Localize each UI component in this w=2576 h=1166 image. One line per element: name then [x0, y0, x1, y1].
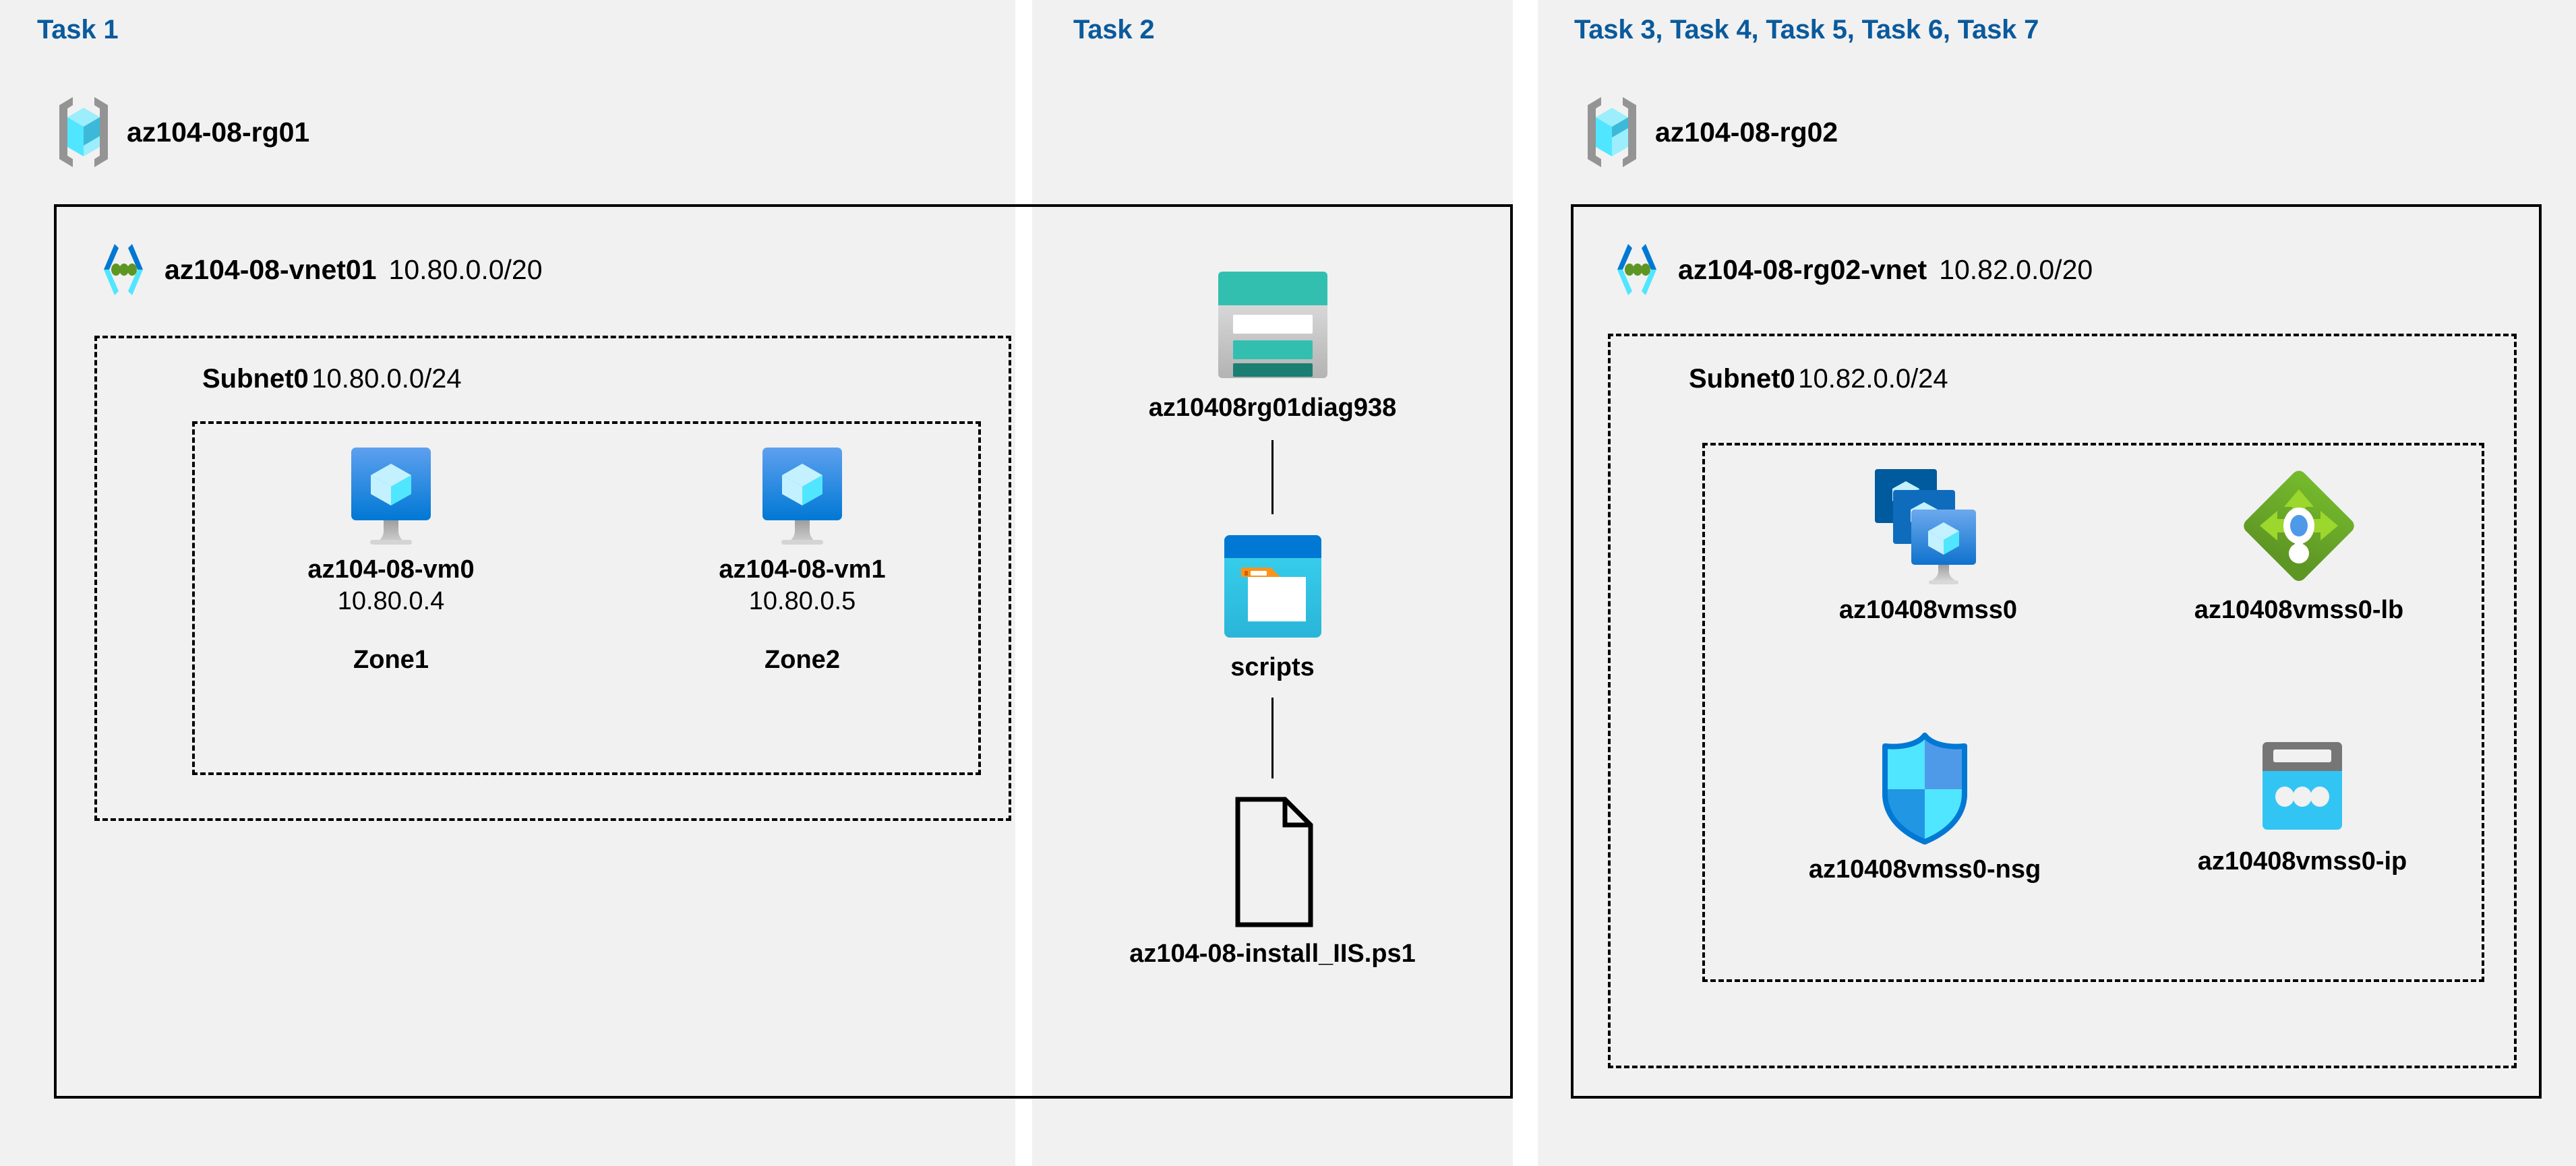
connector-container-to-file: [1271, 698, 1274, 778]
file-node-install-iis[interactable]: az104-08-install_IIS.ps1: [1079, 795, 1466, 969]
vm-node-az104-08-vm0[interactable]: az104-08-vm0 10.80.0.4 Zone1: [270, 445, 512, 675]
resource-group-icon: [1581, 94, 1643, 170]
resource-group-name-rg01: az104-08-rg01: [127, 116, 310, 148]
resource-group-header-rg02: az104-08-rg02: [1581, 94, 1838, 170]
task-column-task1: [0, 0, 1015, 1166]
task-label-task2: Task 2: [1073, 15, 1155, 44]
vm-name-az104-08-vm1: az104-08-vm1: [719, 555, 886, 584]
availability-zones-boundary: [192, 421, 981, 775]
subnet-cidr-task1: 10.80.0.0/24: [311, 364, 462, 394]
vmss-resources-boundary: [1702, 443, 2484, 982]
file-document-icon: [1226, 795, 1320, 930]
storage-account-node[interactable]: az10408rg01diag938: [1106, 266, 1439, 423]
connector-storage-to-container: [1271, 440, 1274, 514]
resource-group-header-rg01: az104-08-rg01: [53, 94, 309, 170]
subnet-cidr-task3: 10.82.0.0/24: [1798, 364, 1948, 394]
blob-container-name: scripts: [1230, 653, 1315, 681]
vnet-cidr-vnet01: 10.80.0.0/20: [388, 253, 543, 285]
vnet-boundary-vnet01: [54, 204, 1513, 1099]
load-balancer-icon: [2238, 465, 2360, 586]
vnet-header-rg02-vnet: az104-08-rg02-vnet 10.82.0.0/20: [1608, 243, 2093, 297]
virtual-network-icon: [94, 243, 152, 297]
subnet-name-task3: Subnet0: [1689, 364, 1795, 394]
vm-scale-set-icon: [1864, 465, 1992, 586]
blob-container-node[interactable]: scripts: [1109, 526, 1436, 682]
task-label-task1: Task 1: [37, 15, 119, 44]
vnet-boundary-rg02-vnet: [1571, 204, 2542, 1099]
storage-account-name: az10408rg01diag938: [1148, 394, 1397, 422]
resource-group-icon: [53, 94, 115, 170]
subnet-name-task1: Subnet0: [202, 364, 309, 394]
nsg-node[interactable]: az10408vmss0-nsg: [1776, 731, 2073, 884]
vmss-node-az10408vmss0[interactable]: az10408vmss0: [1780, 465, 2076, 625]
subnet-boundary-task1: [94, 336, 1011, 821]
vmss-name: az10408vmss0: [1838, 596, 2018, 624]
subnet-header-task1: Subnet0 10.80.0.0/24: [202, 364, 462, 394]
vm-ip-az104-08-vm0: 10.80.0.4: [337, 587, 445, 615]
blob-container-icon: [1210, 526, 1335, 644]
file-name-install-iis: az104-08-install_IIS.ps1: [1129, 940, 1416, 968]
subnet-header-task3: Subnet0 10.82.0.0/24: [1689, 364, 1948, 394]
virtual-machine-icon: [343, 445, 439, 546]
public-ip-name: az10408vmss0-ip: [2197, 847, 2407, 876]
task-label-task3: Task 3, Task 4, Task 5, Task 6, Task 7: [1574, 15, 2039, 44]
task-column-task3: [1538, 0, 2576, 1166]
nsg-name: az10408vmss0-nsg: [1808, 855, 2041, 884]
vm-ip-az104-08-vm1: 10.80.0.5: [748, 587, 856, 615]
vnet-name-rg02-vnet: az104-08-rg02-vnet: [1678, 253, 1927, 285]
vnet-name-vnet01: az104-08-vnet01: [164, 253, 377, 285]
vm-zone-az104-08-vm0: Zone1: [353, 646, 429, 674]
public-ip-node[interactable]: az10408vmss0-ip: [2154, 738, 2451, 876]
subnet-boundary-task3: [1608, 334, 2517, 1068]
virtual-machine-icon: [754, 445, 850, 546]
public-ip-address-icon: [2252, 738, 2353, 838]
network-security-group-icon: [1874, 731, 1975, 846]
vm-node-az104-08-vm1[interactable]: az104-08-vm1 10.80.0.5 Zone2: [681, 445, 924, 675]
load-balancer-node[interactable]: az10408vmss0-lb: [2151, 465, 2447, 625]
resource-group-name-rg02: az104-08-rg02: [1655, 116, 1838, 148]
vnet-header-vnet01: az104-08-vnet01 10.80.0.0/20: [94, 243, 543, 297]
vm-name-az104-08-vm0: az104-08-vm0: [307, 555, 475, 584]
load-balancer-name: az10408vmss0-lb: [2194, 596, 2404, 624]
virtual-network-icon: [1608, 243, 1666, 297]
storage-account-icon: [1209, 266, 1337, 384]
vnet-cidr-rg02-vnet: 10.82.0.0/20: [1939, 253, 2093, 285]
vm-zone-az104-08-vm1: Zone2: [765, 646, 840, 674]
